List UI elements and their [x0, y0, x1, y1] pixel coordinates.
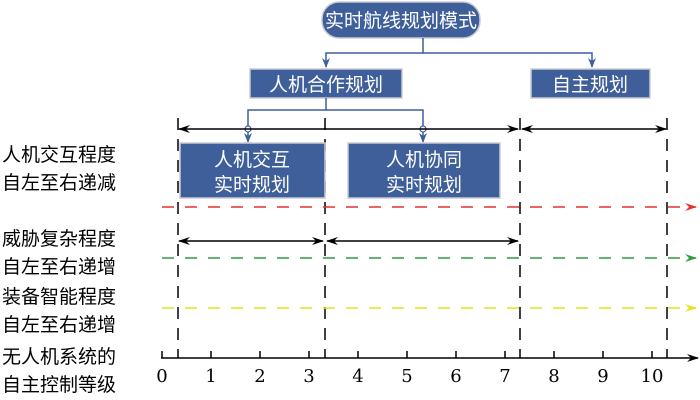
axis-tick-label: 10: [641, 366, 664, 387]
cooperative-planning-node: 人机合作规划: [249, 68, 403, 99]
autonomous-planning-label: 自主规划: [552, 74, 628, 96]
axis-ticks: 0 1 2 3 4 5 6 7 8 9 10: [156, 351, 663, 387]
axis-tick-label: 6: [450, 366, 461, 387]
autonomy-label-2: 自主控制等级: [2, 374, 116, 396]
axis-tick-label: 7: [499, 366, 510, 387]
autonomous-planning-node: 自主规划: [530, 68, 651, 99]
interactive-line2: 实时规划: [214, 174, 290, 196]
threat-label-2: 自左至右递增: [2, 256, 116, 278]
connector-interactive: [244, 98, 327, 143]
interactive-planning-node: 人机交互 实时规划: [179, 142, 326, 199]
axis-tick-label: 4: [352, 366, 363, 387]
connector-cooperative: [322, 38, 424, 68]
axis-tick-label: 0: [156, 366, 167, 387]
collaborative-planning-node: 人机协同 实时规划: [347, 142, 501, 199]
interaction-label-1: 人机交互程度: [2, 144, 116, 166]
collaborative-line1: 人机协同: [386, 149, 462, 171]
mode-title: 实时航线规划模式: [325, 10, 477, 32]
axis-tick-label: 2: [254, 366, 265, 387]
connector-autonomous: [423, 52, 596, 68]
axis-tick-label: 3: [303, 366, 314, 387]
connector-collaborative: [326, 109, 427, 143]
axis-tick-label: 5: [401, 366, 412, 387]
equipment-label-2: 自左至右递增: [2, 314, 116, 336]
interaction-label-2: 自左至右递减: [2, 172, 116, 194]
threat-label-1: 威胁复杂程度: [2, 228, 116, 250]
equipment-label-1: 装备智能程度: [2, 286, 116, 308]
axis-tick-label: 9: [597, 366, 608, 387]
axis-tick-label: 1: [205, 366, 216, 387]
mode-title-node: 实时航线规划模式: [321, 1, 481, 39]
axis-tick-label: 8: [548, 366, 559, 387]
autonomy-label-1: 无人机系统的: [2, 346, 116, 368]
interactive-line1: 人机交互: [214, 149, 290, 171]
cooperative-planning-label: 人机合作规划: [269, 74, 383, 96]
collaborative-line2: 实时规划: [386, 174, 462, 196]
